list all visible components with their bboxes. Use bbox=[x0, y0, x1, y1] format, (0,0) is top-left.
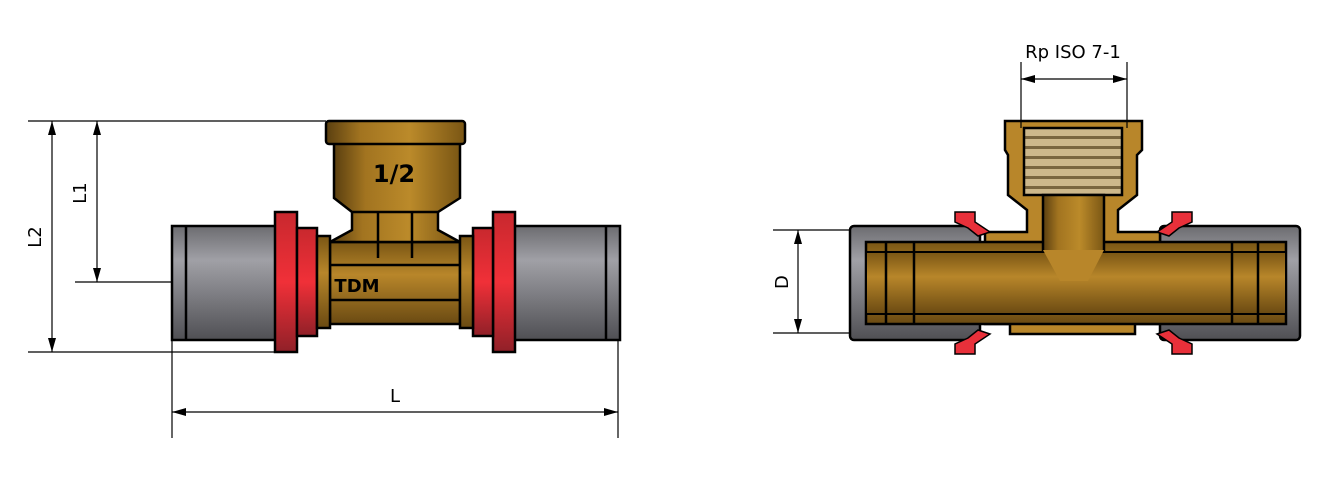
press-ring-left bbox=[273, 210, 332, 354]
pipe-left bbox=[170, 224, 278, 342]
dimension-label-l2: L2 bbox=[25, 226, 46, 247]
thread-standard-label: Rp ISO 7-1 bbox=[1025, 42, 1121, 63]
press-ring-section bbox=[954, 211, 1193, 355]
dimension-label-l: L bbox=[390, 386, 400, 407]
section-view: Rp ISO 7-1 D bbox=[772, 42, 1302, 355]
side-view: 1/2 TDM L2 L1 L bbox=[25, 119, 622, 438]
dimension-lines-section bbox=[773, 62, 1128, 334]
dimension-label-d: D bbox=[772, 275, 793, 289]
brand-marking: TDM bbox=[334, 276, 379, 297]
tee-section-body bbox=[864, 119, 1288, 336]
dimension-label-l1: L1 bbox=[70, 182, 91, 203]
dimension-lines bbox=[28, 120, 619, 438]
pipe-right bbox=[512, 224, 622, 342]
press-ring-right bbox=[458, 210, 517, 354]
size-marking: 1/2 bbox=[373, 160, 415, 188]
